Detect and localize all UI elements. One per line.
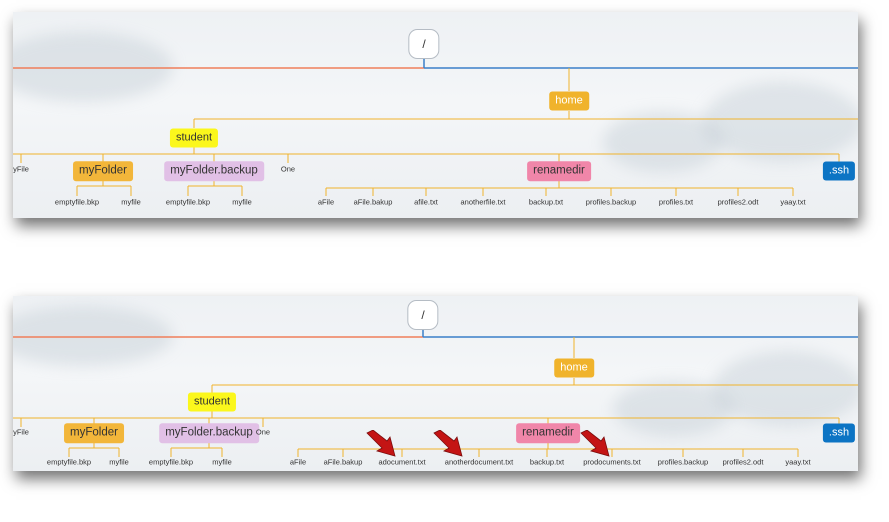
prodocuments-arrow-icon xyxy=(580,430,610,457)
file-node[interactable]: aFile xyxy=(289,457,307,467)
cloud-decoration xyxy=(13,32,173,102)
file-node[interactable]: backup.txt xyxy=(528,197,564,207)
file-node[interactable]: profiles2.odt xyxy=(717,197,759,207)
file-node[interactable]: yaay.txt xyxy=(785,457,811,467)
cloud-decoration xyxy=(613,381,733,436)
home-node[interactable]: home xyxy=(554,358,594,378)
file-node[interactable]: profiles2.odt xyxy=(722,457,764,467)
file-node[interactable]: afile.txt xyxy=(414,197,438,207)
file-node[interactable]: aFile xyxy=(317,197,335,207)
file-node[interactable]: profiles.backup xyxy=(657,457,709,467)
cut-off-file-node[interactable]: yFile xyxy=(13,427,29,437)
renamedir-node[interactable]: renamedir xyxy=(516,423,580,443)
renamed-file-node[interactable]: anotherdocument.txt xyxy=(444,457,514,467)
home-node[interactable]: home xyxy=(549,91,589,111)
mindmap-after: / home student yFile myFolder myFolder.b… xyxy=(13,296,858,471)
root-node[interactable]: / xyxy=(407,300,439,330)
root-node[interactable]: / xyxy=(408,29,440,59)
file-node[interactable]: anotherfile.txt xyxy=(460,197,506,207)
file-node[interactable]: aFile.bakup xyxy=(323,457,363,467)
ssh-node[interactable]: .ssh xyxy=(822,161,856,181)
file-node[interactable]: emptyfile.bkp xyxy=(54,197,100,207)
file-node[interactable]: backup.txt xyxy=(529,457,565,467)
cloud-decoration xyxy=(603,112,723,172)
anotherdocument-arrow-icon xyxy=(433,430,463,457)
file-node[interactable]: profiles.backup xyxy=(585,197,637,207)
adocument-arrow-icon xyxy=(366,430,396,457)
file-node[interactable]: myfile xyxy=(232,197,252,207)
cut-off-file-node[interactable]: yFile xyxy=(13,164,29,174)
renamedir-node[interactable]: renamedir xyxy=(527,161,591,181)
one-node[interactable]: One xyxy=(280,164,296,174)
myfolder-backup-node[interactable]: myFolder.backup xyxy=(159,423,259,443)
student-node[interactable]: student xyxy=(187,392,237,412)
myfolder-node[interactable]: myFolder xyxy=(64,423,124,443)
myfolder-node[interactable]: myFolder xyxy=(73,161,133,181)
student-node[interactable]: student xyxy=(169,128,219,148)
file-node[interactable]: emptyfile.bkp xyxy=(148,457,194,467)
file-node[interactable]: myfile xyxy=(109,457,129,467)
file-node[interactable]: emptyfile.bkp xyxy=(46,457,92,467)
file-node[interactable]: aFile.bakup xyxy=(353,197,393,207)
file-node[interactable]: profiles.txt xyxy=(658,197,694,207)
renamed-file-node[interactable]: prodocuments.txt xyxy=(583,457,641,467)
file-node[interactable]: myfile xyxy=(212,457,232,467)
file-node[interactable]: myfile xyxy=(121,197,141,207)
file-node[interactable]: yaay.txt xyxy=(780,197,806,207)
mindmap-before: / home student yFile myFolder myFolder.b… xyxy=(13,12,858,218)
one-node[interactable]: One xyxy=(255,427,271,437)
renamed-file-node[interactable]: adocument.txt xyxy=(378,457,426,467)
myfolder-backup-node[interactable]: myFolder.backup xyxy=(164,161,264,181)
cloud-decoration xyxy=(713,351,858,426)
connector-lines xyxy=(13,329,858,457)
cloud-decoration xyxy=(703,82,858,162)
ssh-node[interactable]: .ssh xyxy=(822,423,856,443)
file-node[interactable]: emptyfile.bkp xyxy=(165,197,211,207)
cloud-decoration xyxy=(13,306,173,366)
